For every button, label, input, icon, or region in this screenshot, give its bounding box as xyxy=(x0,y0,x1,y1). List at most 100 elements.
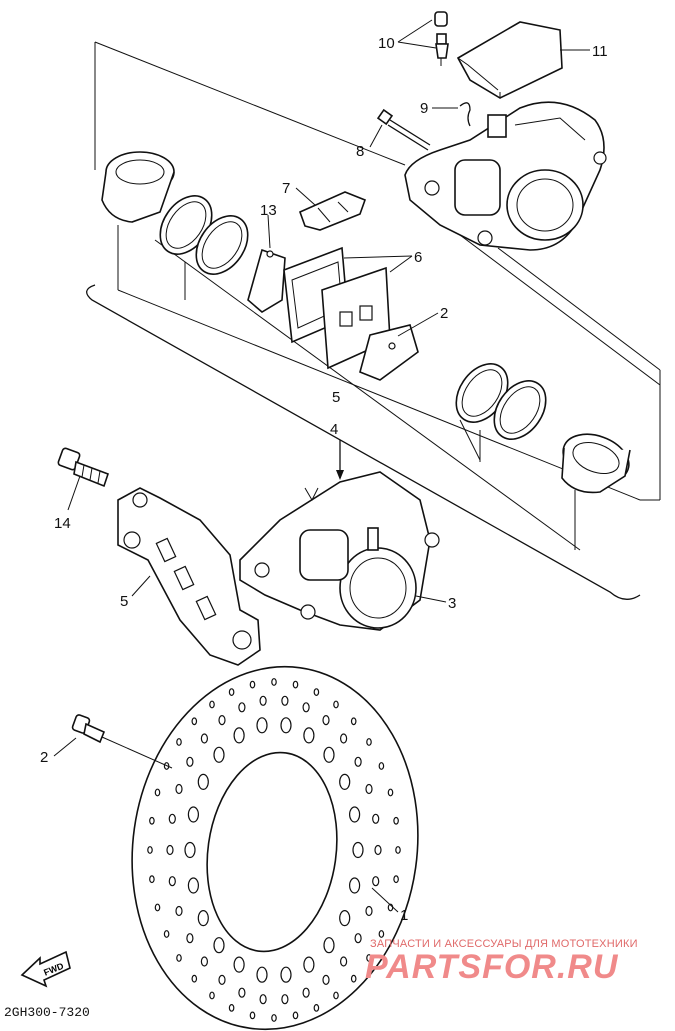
disc-hole xyxy=(271,678,277,686)
disc-hole xyxy=(175,783,183,795)
caliper-cover-part-11 xyxy=(456,21,563,99)
leader-lines xyxy=(53,19,590,913)
disc-hole xyxy=(350,717,357,726)
shim-part-13 xyxy=(247,248,286,313)
disc-hole xyxy=(280,717,292,734)
disc-hole xyxy=(259,994,267,1005)
disc-hole xyxy=(197,773,209,791)
disc-hole xyxy=(154,903,161,912)
disc-hole xyxy=(154,788,161,797)
disc-hole xyxy=(176,954,182,962)
disc-hole xyxy=(249,680,256,689)
disc-hole xyxy=(323,937,335,954)
callout-3: 3 xyxy=(448,595,456,612)
disc-bolt-part-2 xyxy=(71,714,106,744)
callout-5-lower: 5 xyxy=(120,593,128,610)
disc-hole xyxy=(149,816,155,825)
disc-hole xyxy=(339,909,351,927)
disc-hole xyxy=(372,813,380,824)
disc-hole xyxy=(166,844,174,856)
disc-hole xyxy=(292,680,299,689)
upper-caliper-assembly xyxy=(404,101,607,251)
disc-hole xyxy=(323,746,335,763)
disc-hole xyxy=(292,1011,299,1020)
piston-upper xyxy=(101,151,175,223)
disc-hole xyxy=(228,688,235,696)
disc-hole xyxy=(256,966,268,983)
disc-hole xyxy=(378,930,385,938)
disc-hole xyxy=(256,717,268,734)
diagram-code: 2GH300-7320 xyxy=(4,1005,90,1020)
disc-hole xyxy=(233,727,245,744)
disc-hole xyxy=(233,956,245,973)
disc-hole xyxy=(280,966,292,983)
disc-hole xyxy=(302,702,310,713)
pad-spring-part-7 xyxy=(298,191,367,231)
disc-hole xyxy=(218,974,226,986)
callout-10: 10 xyxy=(378,35,395,52)
frame-lines xyxy=(86,41,661,600)
disc-hole xyxy=(393,816,399,825)
disc-hole xyxy=(303,727,315,744)
disc-hole xyxy=(340,733,348,744)
shim-part-2-upper xyxy=(359,324,419,381)
disc-hole xyxy=(238,702,246,713)
disc-hole xyxy=(238,987,246,998)
disc-hole xyxy=(176,738,182,746)
disc-hole xyxy=(147,846,153,854)
callout-4: 4 xyxy=(330,421,338,438)
fwd-arrow: FWD xyxy=(20,950,71,988)
bolt-part-14 xyxy=(57,447,110,488)
disc-hole xyxy=(339,773,351,791)
seal-right-2 xyxy=(493,380,547,440)
disc-hole xyxy=(333,991,339,1000)
piston-right xyxy=(561,433,631,494)
caliper-part-3 xyxy=(239,440,440,631)
disc-hole xyxy=(218,714,226,726)
disc-hole xyxy=(393,875,399,884)
disc-hole xyxy=(184,841,196,859)
seal-upper-2 xyxy=(195,215,249,275)
disc-hole xyxy=(163,930,170,938)
disc-hole xyxy=(281,994,289,1005)
disc-hole xyxy=(259,695,267,706)
disc-hole xyxy=(333,700,339,709)
disc-hole xyxy=(395,846,401,854)
disc-hole xyxy=(187,806,199,823)
callout-9: 9 xyxy=(420,100,428,117)
disc-hole xyxy=(354,756,362,767)
disc-hole xyxy=(366,738,372,746)
disc-hole xyxy=(187,877,199,894)
disc-hole xyxy=(213,746,225,763)
disc-hole xyxy=(372,876,380,887)
disc-hole xyxy=(149,875,155,884)
disc-hole xyxy=(228,1004,235,1012)
caliper-bracket-part-5 xyxy=(117,487,261,666)
disc-hole xyxy=(349,877,361,894)
disc-hole xyxy=(354,933,362,944)
callout-5-upper: 5 xyxy=(332,389,340,406)
disc-hole xyxy=(374,844,382,856)
callout-1: 1 xyxy=(400,907,408,924)
disc-hole xyxy=(213,937,225,954)
disc-holes xyxy=(147,678,401,1022)
disc-hole xyxy=(200,733,208,744)
callout-13: 13 xyxy=(260,202,277,219)
disc-hole xyxy=(175,905,183,917)
callout-7: 7 xyxy=(282,180,290,197)
callout-2-upper: 2 xyxy=(440,305,448,322)
disc-hole xyxy=(340,956,348,967)
disc-hole xyxy=(365,905,373,917)
disc-hole xyxy=(200,956,208,967)
disc-hole xyxy=(186,933,194,944)
disc-hole xyxy=(168,813,176,824)
watermark-logo: PARTSFOR.RU xyxy=(365,948,619,986)
disc-hole xyxy=(322,974,330,986)
pad-pin-part-8 xyxy=(376,108,431,151)
disc-hole xyxy=(191,974,198,983)
disc-hole xyxy=(349,806,361,823)
seal-upper-1 xyxy=(159,195,213,255)
disc-hole xyxy=(322,714,330,726)
bleed-screw-part-10 xyxy=(434,11,449,66)
